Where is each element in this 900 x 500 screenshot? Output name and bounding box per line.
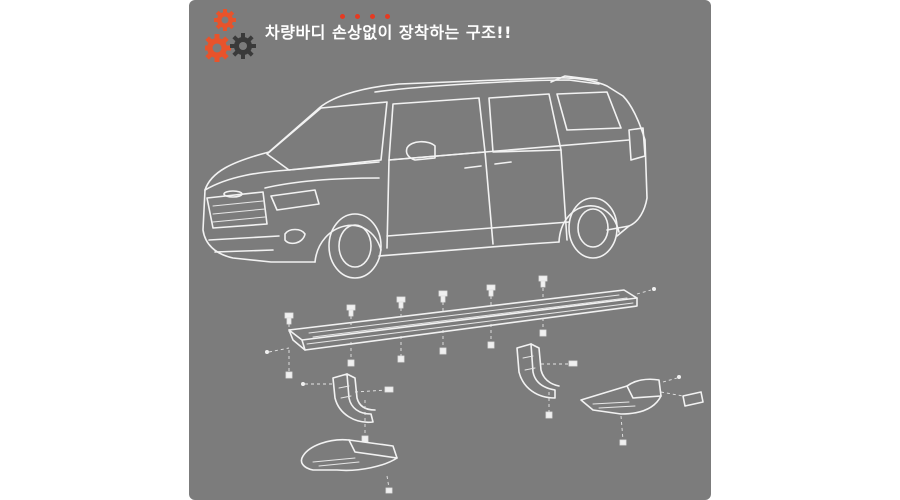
bolts-top [265, 275, 656, 354]
installation-diagram [202, 75, 704, 494]
bracket-right [516, 343, 578, 419]
end-cap-front [300, 438, 398, 494]
emphasis-dot [385, 14, 390, 19]
emphasis-dot [370, 14, 375, 19]
emphasis-dot [355, 14, 360, 19]
side-step-board [288, 289, 638, 351]
van-illustration [202, 75, 648, 279]
emphasis-dot [340, 14, 345, 19]
page-title: 차량바디 손상없이 장착하는 구조!! [265, 23, 512, 42]
bracket-left [301, 373, 394, 443]
diagram-panel: 차량바디 손상없이 장착하는 구조!! [189, 0, 711, 500]
gears-icon [205, 9, 256, 62]
bolts-bottom [285, 318, 547, 379]
end-cap-rear [580, 375, 704, 446]
